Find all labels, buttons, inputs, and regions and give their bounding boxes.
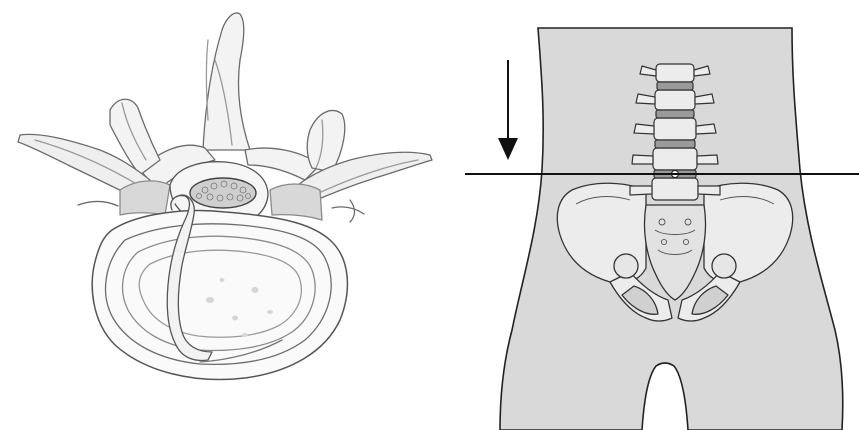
vertebra-l4 xyxy=(653,148,697,170)
vertebra-l1 xyxy=(656,64,694,82)
disc-l3-l4 xyxy=(655,140,695,148)
disc-l1-l2 xyxy=(657,82,693,90)
pedicle-left xyxy=(120,181,170,215)
spinous-process xyxy=(203,13,250,150)
vertebra-illustration xyxy=(0,0,450,430)
pelvis-spine-diagram-panel xyxy=(450,0,859,430)
down-arrow-icon xyxy=(498,60,518,160)
vertebra-illustration-panel xyxy=(0,0,450,430)
vertebra-l3 xyxy=(654,118,696,140)
pedicle-right xyxy=(270,184,322,220)
articular-process-right xyxy=(307,111,345,172)
vertebra-l2 xyxy=(655,90,695,110)
vertebra-l5 xyxy=(652,178,698,200)
pelvis-spine-diagram xyxy=(450,0,859,430)
spinal-cord xyxy=(190,178,256,208)
disc-l2-l3 xyxy=(656,110,694,118)
